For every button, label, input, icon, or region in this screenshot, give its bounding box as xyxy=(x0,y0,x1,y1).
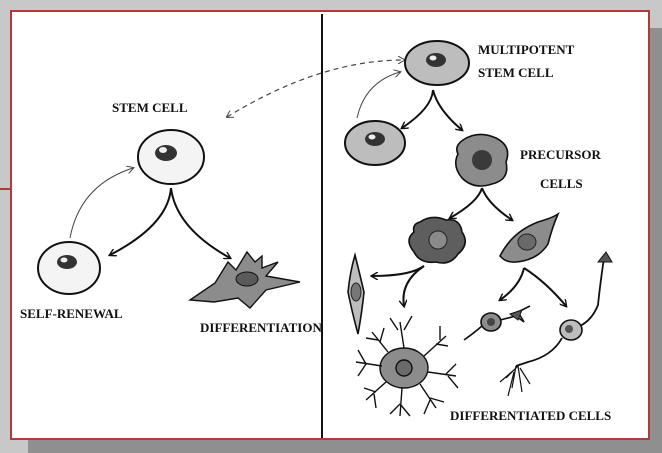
stem-cell-label: STEM CELL xyxy=(112,100,188,115)
multipotent-label-line1: MULTIPOTENT xyxy=(478,42,575,57)
precursor-label-line1: PRECURSOR xyxy=(520,147,602,162)
renewed-multipotent-cell xyxy=(345,121,405,165)
arrow-to-bipolar-neuron xyxy=(500,268,524,300)
precursor-cell-b xyxy=(500,214,558,262)
self-renewal-label: SELF-RENEWAL xyxy=(20,306,123,321)
arrow-to-long-neuron xyxy=(524,268,566,306)
multipotent-label-line2: STEM CELL xyxy=(478,65,554,80)
differentiated-cell xyxy=(190,252,300,308)
arrow-to-differentiation xyxy=(171,188,230,258)
bipolar-neuron xyxy=(464,306,530,340)
self-renewal-cell xyxy=(38,242,100,294)
multipotent-renewal-arrow xyxy=(357,72,400,118)
arrow-to-self-renewal xyxy=(110,188,171,255)
spindle-cell xyxy=(348,255,364,334)
self-renewal-loop-arrow xyxy=(70,168,133,238)
arrow-to-precursor-b xyxy=(482,188,512,220)
astrocyte-cell xyxy=(356,316,458,416)
precursor-label-line2: CELLS xyxy=(540,176,583,191)
arrow-to-renewed-multipotent xyxy=(402,90,433,128)
precursor-cell xyxy=(456,134,508,186)
stem-cell xyxy=(138,130,204,184)
multipotent-stem-cell xyxy=(405,41,469,85)
precursor-cell-a xyxy=(409,217,465,263)
arrow-to-precursor-a xyxy=(450,188,482,218)
arrow-to-precursor xyxy=(433,90,462,130)
differentiation-label: DIFFERENTIATION xyxy=(200,320,322,335)
equivalence-dashed-arrow xyxy=(227,60,404,117)
differentiated-cells-label: DIFFERENTIATED CELLS xyxy=(450,408,611,423)
long-neuron xyxy=(500,252,612,396)
